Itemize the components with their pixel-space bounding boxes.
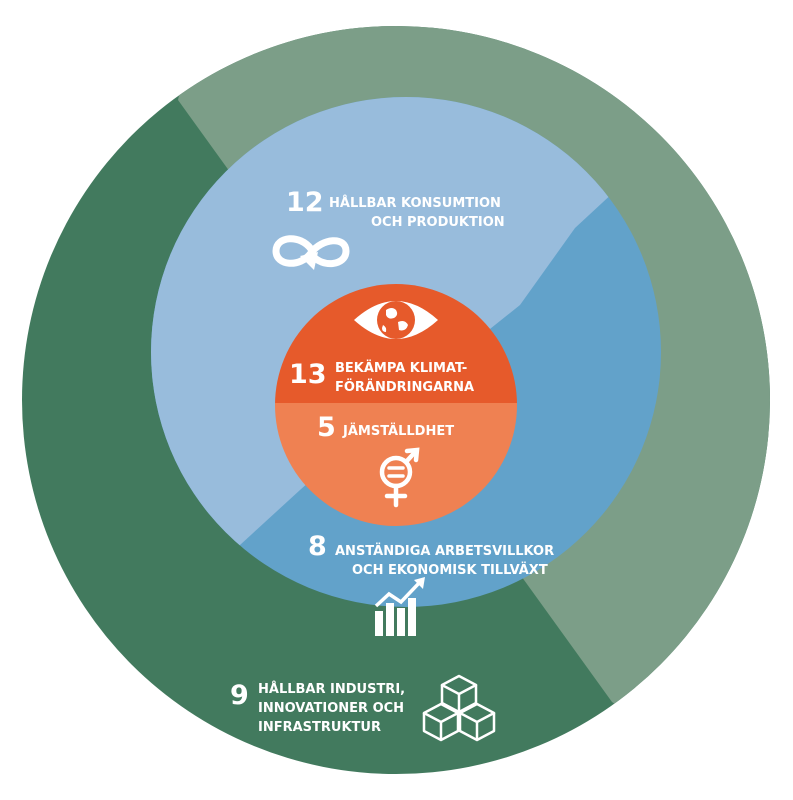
goal-13-label-line-2: FÖRÄNDRINGARNA (335, 379, 474, 395)
growth-chart-icon (374, 577, 425, 636)
goal-13-number: 13 (289, 359, 327, 390)
goal-5-number: 5 (317, 412, 336, 443)
goal-5: 5 JÄMSTÄLLDHET (317, 412, 454, 508)
goal-9-label-line-3: INFRASTRUKTUR (258, 720, 381, 735)
cubes-icon (422, 674, 496, 742)
goal-12-label-line-1: HÅLLBAR KONSUMTION (329, 195, 501, 211)
goal-9-label-line-2: INNOVATIONER OCH (258, 701, 404, 716)
infinity-arrow-icon (272, 235, 350, 270)
goal-8: 8 ANSTÄNDIGA ARBETSVILLKOR OCH EKONOMISK… (308, 531, 554, 636)
goal-13-label-line-1: BEKÄMPA KLIMAT- (335, 360, 467, 376)
goal-9-number: 9 (230, 680, 249, 711)
goal-9-label-line-1: HÅLLBAR INDUSTRI, (258, 681, 405, 697)
gender-equality-icon (379, 447, 420, 508)
goal-8-label-line-1: ANSTÄNDIGA ARBETSVILLKOR (335, 543, 554, 559)
goal-9: 9 HÅLLBAR INDUSTRI, INNOVATIONER OCH INF… (230, 674, 496, 742)
goal-5-label: JÄMSTÄLLDHET (342, 423, 454, 439)
goal-13: 13 BEKÄMPA KLIMAT- FÖRÄNDRINGARNA (289, 301, 474, 395)
goal-12-number: 12 (286, 187, 324, 218)
goal-8-number: 8 (308, 531, 327, 562)
goal-12-label-line-2: OCH PRODUKTION (371, 215, 505, 230)
eye-globe-icon (354, 301, 438, 339)
goal-8-label-line-2: OCH EKONOMISK TILLVÄXT (352, 562, 548, 578)
goal-12: 12 HÅLLBAR KONSUMTION OCH PRODUKTION (272, 187, 505, 270)
